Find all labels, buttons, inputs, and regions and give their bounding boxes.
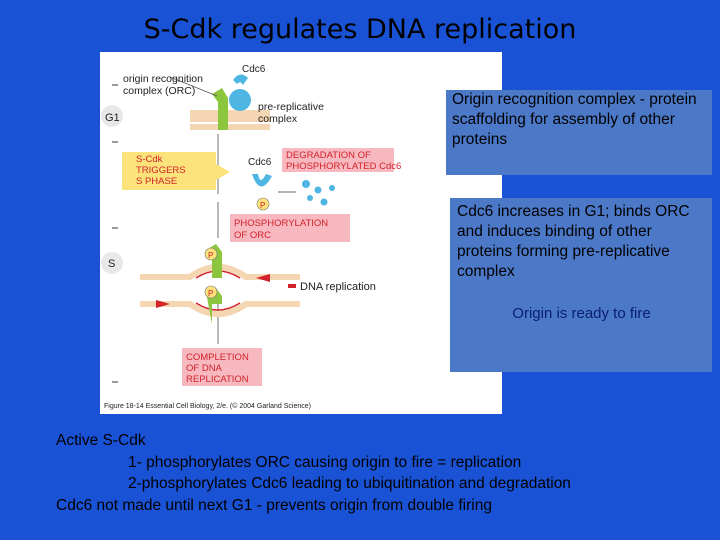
orc-label-2: complex (ORC) [123,85,195,97]
phosphate-icon [204,247,218,261]
degradation-box [282,148,394,172]
degradation-label-1: DEGRADATION OF [286,150,371,161]
notes-block: Active S-Cdk 1- phosphorylates ORC causi… [56,430,571,516]
notes-line-3: 2-phosphorylates Cdc6 leading to ubiquit… [128,475,571,492]
fragment [307,195,313,201]
phosphate-label: P [260,201,265,210]
dna-replication-label: DNA replication [300,281,376,293]
fragment [320,198,328,206]
cdc6-explanation-text: Cdc6 increases in G1; binds ORC and indu… [457,203,690,280]
g1-label: G1 [105,112,120,124]
g1-phase-badge [101,105,123,127]
completion-label-1: COMPLETION [186,352,249,363]
fragment [314,186,322,194]
scdk-box-arrow [216,164,230,180]
cdc6-top-cap [233,74,248,85]
phosphate-icon [256,197,270,211]
s-phase-badge [101,252,123,274]
phosphate-icon [204,285,218,299]
completion-label-3: REPLICATION [186,374,249,385]
orc-explanation-box: Origin recognition complex - protein sca… [446,90,712,175]
fork-arrow-left [156,300,170,308]
cdc6-mid-shape [252,174,272,187]
fragment [302,180,310,188]
s-label: S [108,258,115,270]
prerep-label-2: complex [258,113,298,125]
cdc6-explanation-box: Cdc6 increases in G1; binds ORC and indu… [450,198,712,372]
cdc6-top-shape [229,89,251,111]
phospho-orc-label-2: OF ORC [234,230,271,241]
orc-label-1: origin recognition [123,73,203,85]
orc-shape [212,88,228,130]
new-strand-lower [195,302,241,311]
slide-title: S-Cdk regulates DNA replication [143,14,577,45]
fork-arrow-right [256,274,270,282]
cdc6-top-label: Cdc6 [242,64,266,75]
dna-top [190,110,270,122]
origin-ready-text: Origin is ready to fire [512,305,651,322]
figure-diagram: G1 S origin recognition complex (ORC) Cd… [101,64,401,410]
phospho-orc-box [230,214,350,242]
scdk-label-1: S-Cdk [136,154,163,165]
phospho-orc-label-1: PHOSPHORYLATION [234,218,328,229]
phosphate-label: P [208,251,213,260]
dna-lower-strand [140,301,300,317]
orc-explanation-text: Origin recognition complex - protein sca… [452,91,697,148]
phosphate-label: P [208,289,213,298]
scdk-label-3: S PHASE [136,176,177,187]
figure-caption: Figure 18-14 Essential Cell Biology, 2/e… [104,402,311,410]
cdc6-mid-label: Cdc6 [248,157,272,168]
scdk-label-2: TRIGGERS [136,165,186,176]
completion-label-2: OF DNA [186,363,223,374]
dna-replication-figure: G1 S origin recognition complex (ORC) Cd… [100,52,502,414]
orc-pointer [169,76,218,97]
degradation-label-2: PHOSPHORYLATED Cdc6 [286,161,401,172]
fragment [329,185,335,191]
prerep-label-1: pre-replicative [258,101,324,113]
notes-line-4: Cdc6 not made until next G1 - prevents o… [56,496,492,514]
completion-box [182,348,262,386]
notes-line-1: Active S-Cdk [56,432,146,449]
scdk-box [122,152,216,190]
dna-top-strand [190,124,270,130]
notes-line-2: 1- phosphorylates ORC causing origin to … [128,453,522,471]
